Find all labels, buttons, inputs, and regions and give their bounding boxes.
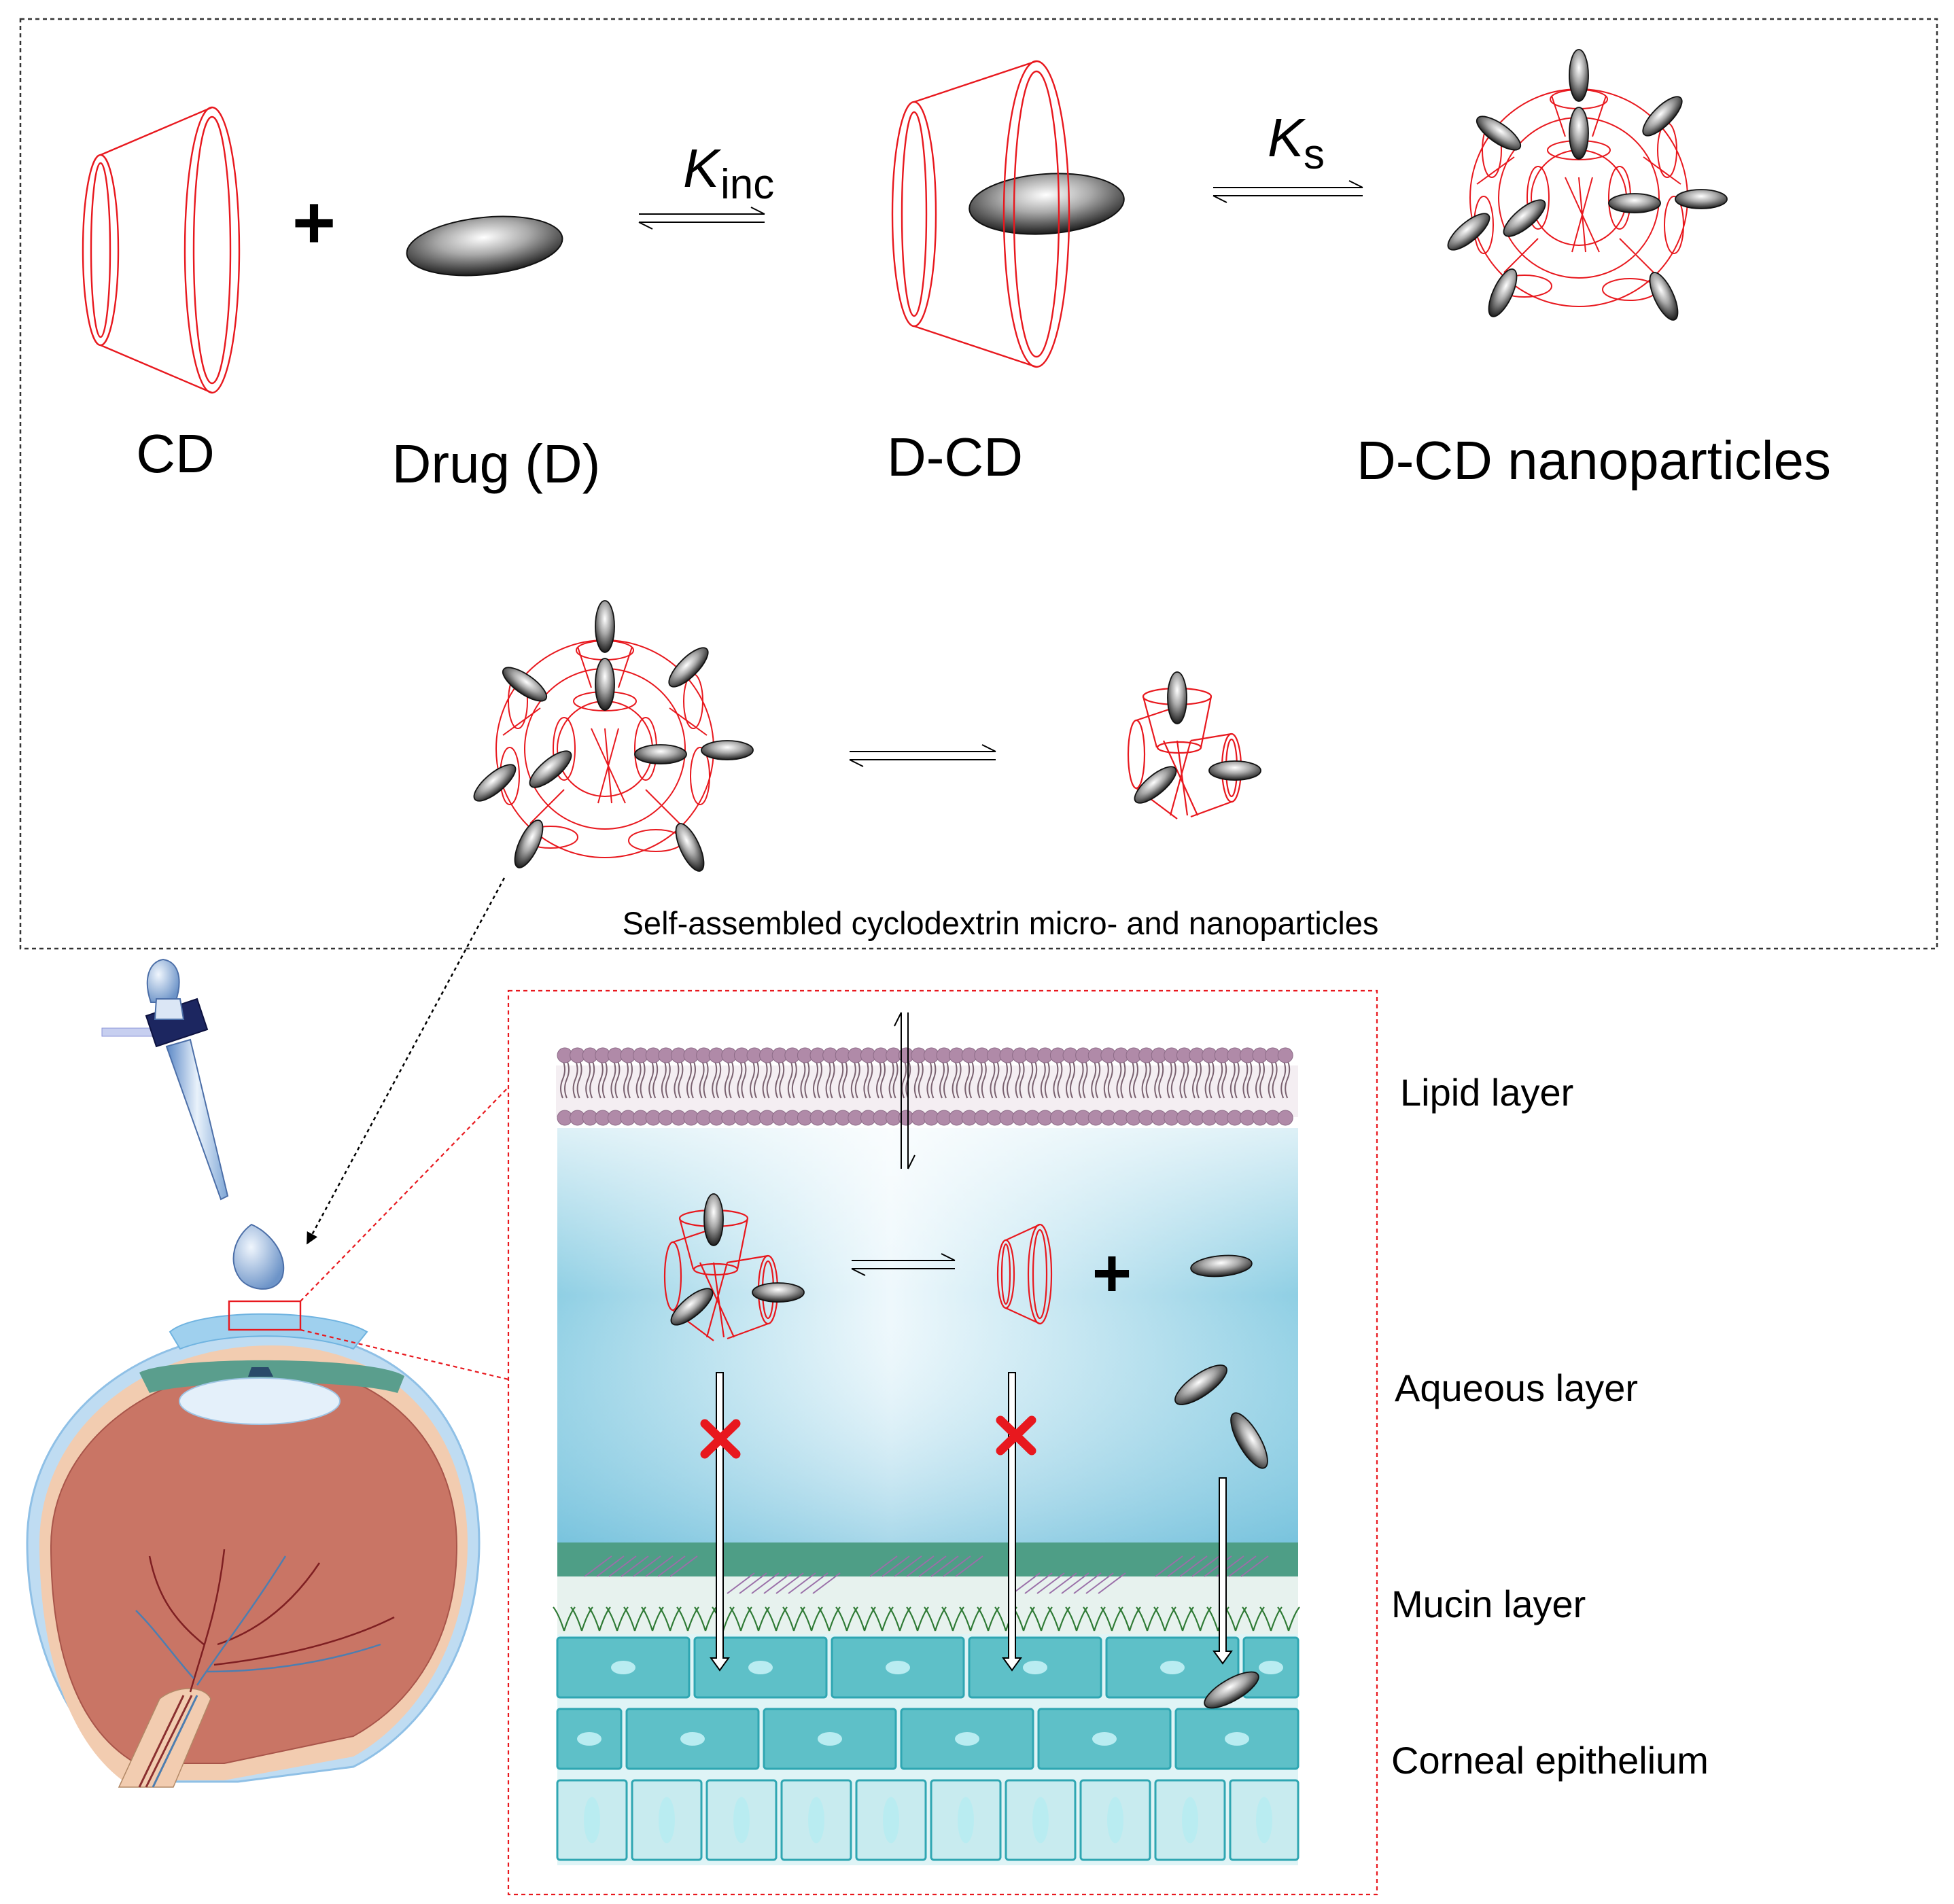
dcd-nanoparticle-icon [1447, 49, 1728, 321]
dropper-icon [101, 958, 229, 1201]
cyclodextrin-cone-icon [82, 106, 241, 394]
mucin-layer-label: Mucin layer [1391, 1583, 1586, 1625]
plus-sign-2: + [1092, 1235, 1132, 1311]
ks-letter: K [1268, 107, 1306, 168]
ks-subscript: s [1304, 131, 1325, 178]
small-aggregate-icon [1127, 671, 1261, 819]
permeation-arrows [710, 1372, 1233, 1672]
cornea-zoom-box [228, 1300, 302, 1331]
kinc-letter: K [683, 138, 722, 198]
dcd-label: D-CD [887, 427, 1023, 487]
cd-label: CD [136, 423, 215, 484]
drug-cd-complex-icon [891, 60, 1125, 368]
eye-drop-icon [232, 1223, 285, 1290]
caption: Self-assembled cyclodextrin micro- and n… [623, 905, 1379, 941]
lipid-layer-label: Lipid layer [1400, 1071, 1573, 1114]
equilibrium-arrow-icon-4 [851, 1253, 956, 1276]
drug-molecule-icon [406, 215, 563, 277]
pointer-arrow [306, 877, 506, 1245]
large-aggregate-icon [473, 600, 754, 872]
block-x-icon [700, 1415, 1036, 1459]
corneal-epithelium [556, 1634, 1299, 1865]
free-cd-icon [996, 1223, 1053, 1325]
lipid-bilayer [556, 1047, 1298, 1126]
equilibrium-arrow-icon [638, 207, 765, 230]
mucin-strands [553, 1555, 1300, 1632]
eye-icon [26, 1300, 481, 1788]
aqueous-aggregate-icon [663, 1193, 805, 1341]
nanoparticles-label: D-CD nanoparticles [1357, 430, 1831, 491]
equilibrium-arrow-icon-3 [849, 744, 996, 767]
kinc-subscript: inc [720, 161, 774, 208]
top-panel-border [19, 18, 1938, 950]
tear-film-panel-border [507, 989, 1378, 1896]
drug-label: Drug (D) [392, 434, 601, 494]
corneal-epithelium-label: Corneal epithelium [1391, 1739, 1709, 1782]
plus-sign: + [292, 181, 336, 264]
free-drugs [1174, 1254, 1268, 1709]
equilibrium-arrow-icon-2 [1212, 180, 1363, 203]
kinc-label: K inc [683, 138, 774, 208]
zoom-guide-lines [300, 1087, 509, 1381]
ks-label: K s [1268, 107, 1325, 178]
lipid-exchange-arrow [894, 1012, 915, 1169]
aqueous-layer-label: Aqueous layer [1395, 1367, 1638, 1409]
